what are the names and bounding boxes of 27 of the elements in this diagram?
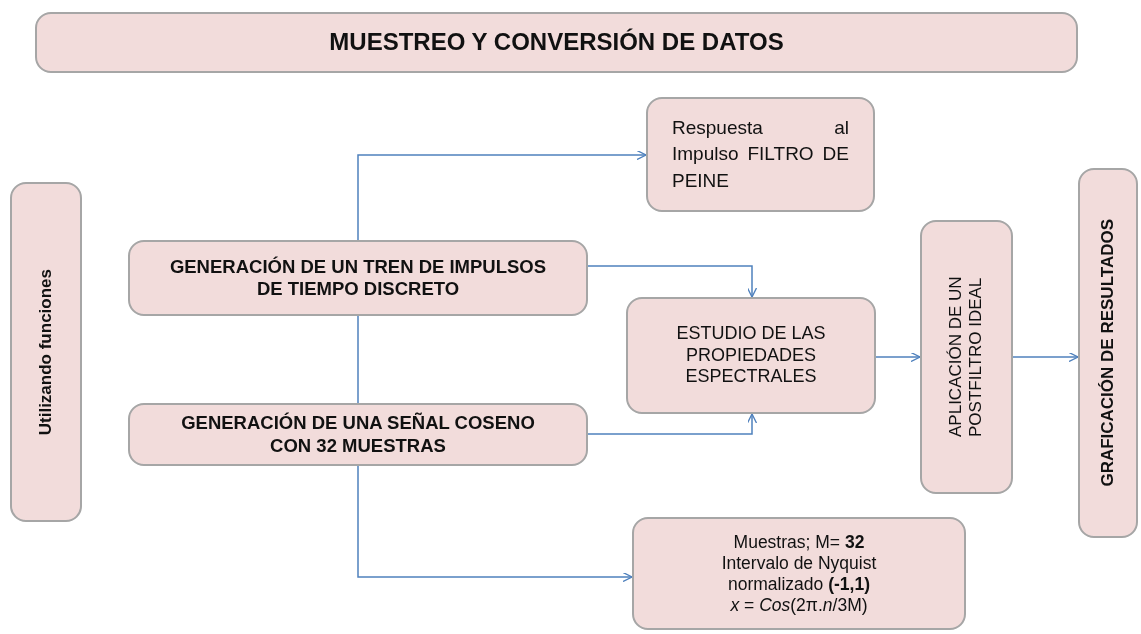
vertical-label-box: [10, 182, 82, 522]
arrow: [587, 413, 758, 435]
node-text: Intervalo de Nyquist normalizado (-1,1): [720, 552, 878, 595]
arrow: [357, 149, 647, 241]
arrow: [875, 351, 921, 363]
output-box: [1078, 168, 1138, 538]
node-text: Muestras; M= 32: [733, 531, 865, 553]
arrow: [357, 465, 633, 583]
node-text: GENERACIÓN DE UNA SEÑAL COSENO CON 32 MUESTRAS: [180, 412, 536, 457]
process-box: [920, 220, 1013, 494]
connector-line: [357, 315, 359, 404]
node-text: GRAFICACIÓN DE RESULTADOS: [1097, 219, 1118, 487]
result-box: [646, 97, 875, 212]
node-text: GENERACIÓN DE UN TREN DE IMPULSOS DE TIEMPO DISCRETO: [168, 255, 548, 301]
arrow: [1012, 351, 1079, 363]
node-text: MUESTREO Y CONVERSIÓN DE DATOS: [329, 28, 784, 57]
node-text: Respuesta al Impulso FILTRO DE PEINE: [672, 115, 849, 193]
node-text: APLICACIÓN DE UN POSTFILTRO IDEAL: [946, 275, 987, 440]
process-box: [128, 240, 588, 316]
node-text: ESTUDIO DE LAS PROPIEDADES ESPECTRALES: [675, 323, 827, 388]
arrow: [587, 265, 758, 298]
process-box: [128, 403, 588, 466]
process-box: [626, 297, 876, 414]
info-box: [632, 517, 966, 630]
node-text: Utilizando funciones: [35, 268, 56, 436]
title-banner: [35, 12, 1078, 73]
node-text: x = Cos(2π.n/3M): [730, 594, 868, 616]
